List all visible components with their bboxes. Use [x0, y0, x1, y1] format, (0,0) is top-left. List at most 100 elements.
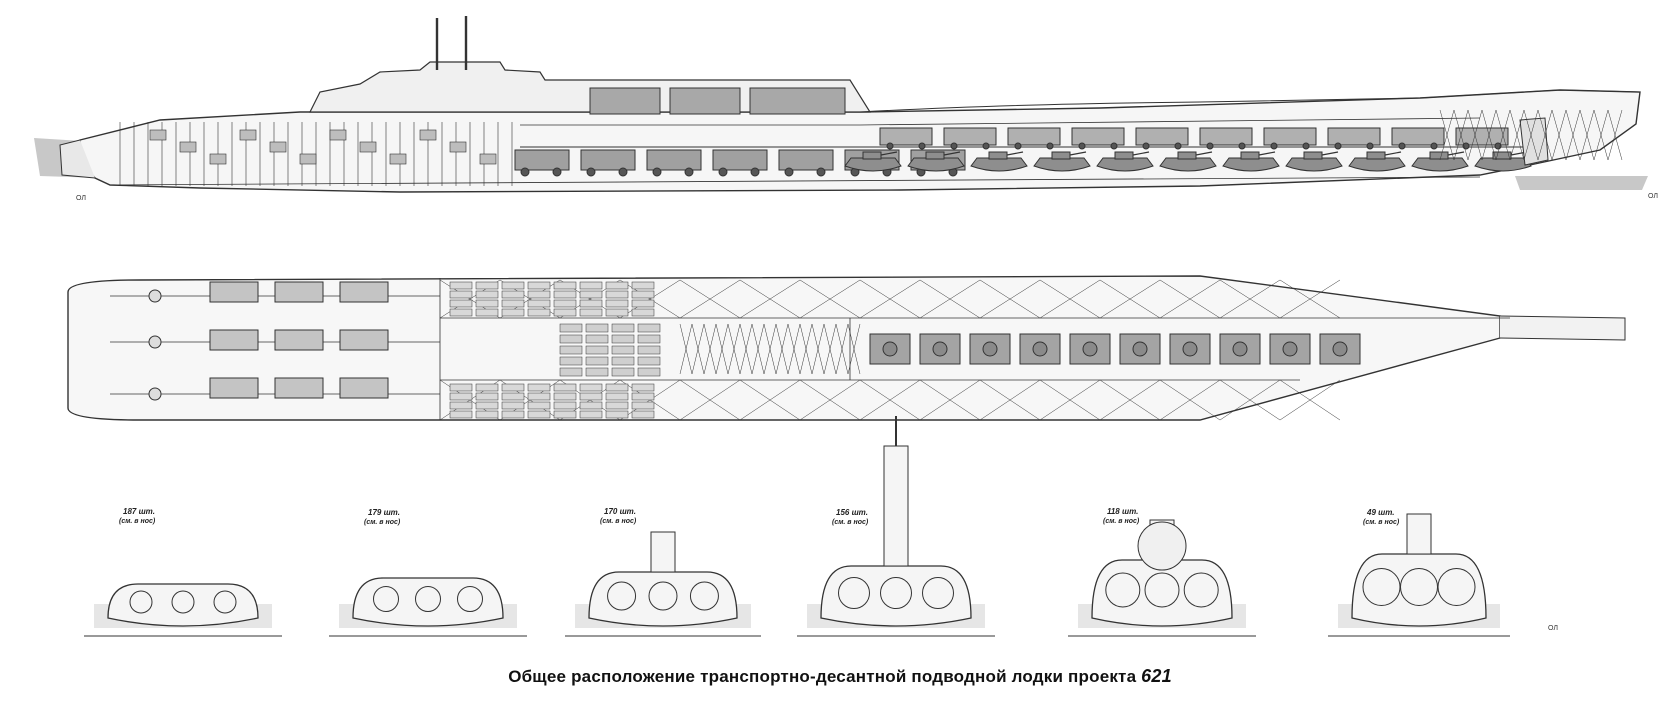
caption-project-number: 621 [1141, 666, 1172, 686]
tank-hull-side [907, 157, 965, 172]
cargo-crate [631, 299, 655, 308]
truck-wheel [718, 167, 728, 177]
tank-turret-plan [1232, 341, 1248, 357]
cargo-crate [611, 323, 635, 333]
plan-cargo-crates [449, 281, 661, 419]
cargo-crate [527, 383, 551, 392]
tank-turret-plan [1332, 341, 1348, 357]
cargo-crate [611, 356, 635, 366]
cargo-crate [637, 367, 661, 377]
cross-section: 179 шт.(см. в нос) [329, 508, 527, 637]
tank-gun [1321, 151, 1339, 156]
truck-wheel [886, 142, 894, 150]
section-hull [1351, 553, 1487, 627]
truck-wheel [618, 167, 628, 177]
tank-hull-side [1222, 157, 1280, 172]
cargo-crate [527, 308, 551, 317]
pressure-hull-circle [415, 586, 441, 612]
engine-component [209, 153, 227, 165]
truck-wheel [1398, 142, 1406, 150]
pressure-hull-circle [457, 586, 483, 612]
cargo-crate [631, 392, 655, 401]
section-hull [588, 571, 738, 627]
cargo-crate [585, 334, 609, 344]
section-note-label: (см. в нос) [1103, 518, 1140, 525]
cargo-crate [449, 308, 473, 317]
cargo-crate [579, 392, 603, 401]
stern-rudder [59, 139, 96, 179]
cargo-crate [631, 308, 655, 317]
cargo-crate [611, 367, 635, 377]
cargo-crate [553, 308, 577, 317]
truck-wheel [1078, 142, 1086, 150]
tank-turret [1114, 151, 1134, 160]
cargo-crate [605, 401, 629, 410]
section-count-label: 187 шт. [123, 507, 155, 516]
cargo-crate [449, 401, 473, 410]
truck-wheel [1302, 142, 1310, 150]
diesel-engine [209, 377, 259, 399]
cargo-crate [501, 299, 525, 308]
cargo-crate [611, 345, 635, 355]
truck-side [514, 149, 570, 171]
truck-wheel [784, 167, 794, 177]
cargo-crate [501, 281, 525, 290]
cargo-crate [527, 281, 551, 290]
truck-wheel [1014, 142, 1022, 150]
engine-component [359, 141, 377, 153]
tank-gun [1132, 151, 1150, 156]
truck-wheel [1270, 142, 1278, 150]
truck-wheel [982, 142, 990, 150]
truck-side [778, 149, 834, 171]
truck-wheel [1334, 142, 1342, 150]
cargo-crate [553, 401, 577, 410]
cargo-crate [559, 356, 583, 366]
cargo-crate [527, 401, 551, 410]
engine-component [179, 141, 197, 153]
truck-side-upper [1455, 127, 1509, 146]
section-count-label: 156 шт. [836, 508, 868, 517]
cargo-crate [553, 290, 577, 299]
cargo-crate [605, 392, 629, 401]
conning-tower [650, 531, 676, 573]
truck-wheel [1142, 142, 1150, 150]
truck-side [712, 149, 768, 171]
cargo-crate [585, 323, 609, 333]
engine-component [479, 153, 497, 165]
truck-side-upper [1391, 127, 1445, 146]
tank-turret [1177, 151, 1197, 160]
cargo-crate [553, 299, 577, 308]
waterline-label-stern: ОЛ [76, 195, 86, 202]
cargo-crate [475, 383, 499, 392]
tank-hull-side [970, 157, 1028, 172]
waterline-label-section: ОЛ [1548, 625, 1558, 632]
tank-gun [943, 151, 961, 156]
truck-wheel [1238, 142, 1246, 150]
cargo-crate [559, 334, 583, 344]
cargo-crate [605, 281, 629, 290]
diesel-engine [274, 281, 324, 303]
truck-wheel [586, 167, 596, 177]
section-note-label: (см. в нос) [832, 519, 869, 526]
plan-tank-row [869, 333, 1361, 365]
pressure-hull-circle [129, 590, 153, 614]
cargo-crate [527, 410, 551, 419]
cargo-crate [449, 392, 473, 401]
cargo-crate [605, 410, 629, 419]
engine-component [239, 129, 257, 141]
cargo-crate [475, 410, 499, 419]
cross-section: 156 шт. (см. в нос) [797, 416, 995, 637]
tank-gun [1258, 151, 1276, 156]
tank-turret-plan [1032, 341, 1048, 357]
cargo-crate [579, 410, 603, 419]
conning-tower [883, 445, 909, 567]
tank-turret-plan [932, 341, 948, 357]
cargo-crate [449, 410, 473, 419]
section-note-label: (см. в нос) [119, 518, 156, 525]
upper-hangar-cargo [589, 87, 846, 115]
engine-component [269, 141, 287, 153]
cargo-crate [579, 383, 603, 392]
pressure-hull-circle [171, 590, 195, 614]
pressure-hull-circle [1437, 568, 1476, 606]
tank-turret [1429, 151, 1449, 160]
